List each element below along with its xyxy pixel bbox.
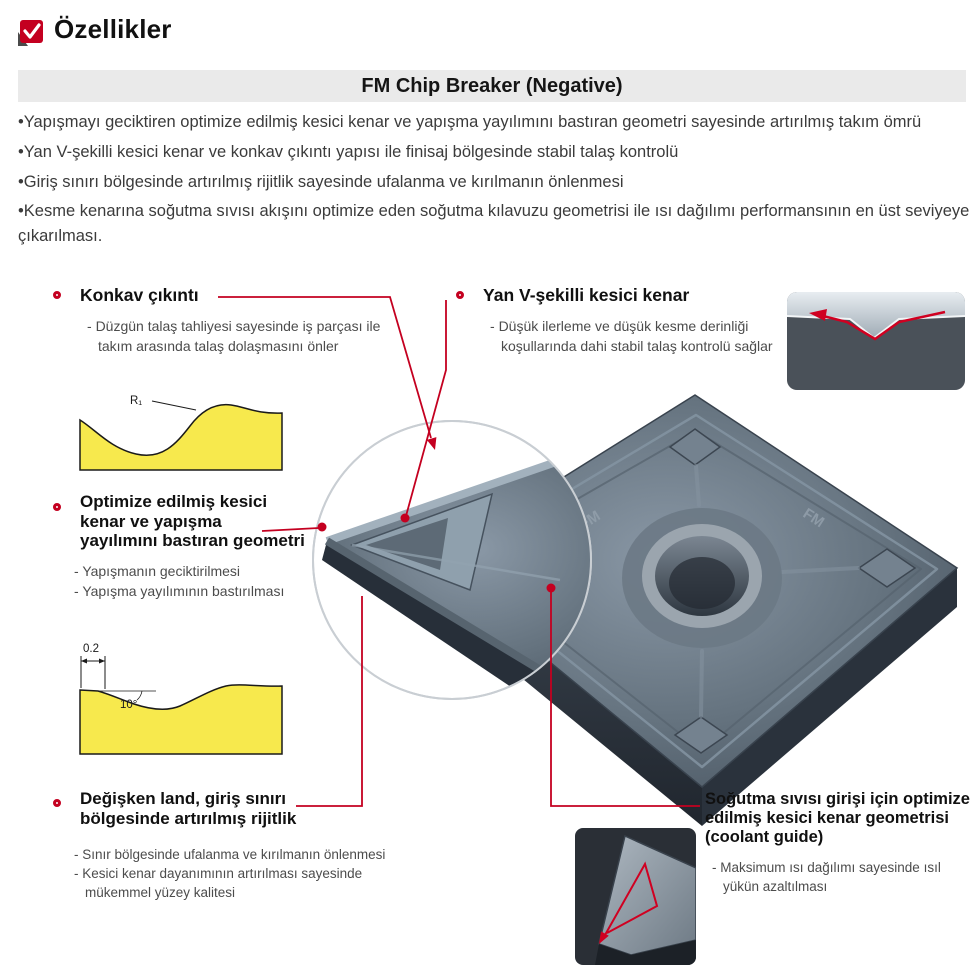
- callout-bullet: Kesici kenar dayanımının artırılması say…: [74, 864, 428, 902]
- callout-bullet: Düzgün talaş tahliyesi sayesinde iş parç…: [87, 317, 395, 357]
- intro-bullet: Giriş sınırı bölgesinde artırılmış rijit…: [18, 170, 974, 195]
- insert-side-faces: [428, 562, 957, 826]
- callout-bullet: Maksimum ısı dağılımı sayesinde ısıl yük…: [712, 858, 970, 896]
- checklist-icon: [18, 20, 43, 46]
- svg-text:FM: FM: [800, 505, 827, 531]
- callout-title-concave: Konkav çıkıntı: [80, 285, 199, 305]
- land-width-label: 0.2: [83, 643, 99, 655]
- banner-title: FM Chip Breaker (Negative): [361, 75, 623, 97]
- callout-marker-side-v: [456, 291, 464, 299]
- callout-bullets-coolant: Maksimum ısı dağılımı sayesinde ısıl yük…: [712, 858, 970, 896]
- chip-breaker-profile-diagram-bottom: 0.2 10°: [79, 643, 283, 755]
- section-banner: FM Chip Breaker (Negative): [18, 70, 966, 102]
- intro-bullet: Yapışmayı geciktiren optimize edilmiş ke…: [18, 110, 974, 135]
- corner-chip-formers: [668, 428, 917, 754]
- callout-marker-optimized-edge: [53, 503, 61, 511]
- callout-title-coolant: Soğutma sıvısı girişi için optimize edil…: [705, 790, 970, 847]
- callout-title-line: Optimize edilmiş kesici: [80, 492, 268, 511]
- angle-label: 10°: [120, 699, 137, 711]
- callout-title-line: bölgesinde artırılmış rijitlik: [80, 808, 297, 828]
- callout-title-line: Soğutma sıvısı girişi için optimize: [705, 790, 970, 808]
- embossed-logo: FM FM: [576, 505, 827, 533]
- insert-center-hole: [622, 508, 782, 648]
- callout-marker-variable-land: [53, 799, 61, 807]
- side-v-edge-photo: [787, 292, 965, 390]
- callout-bullet: Düşük ilerleme ve düşük kesme derinliği …: [490, 317, 778, 357]
- magnifier-circle: [312, 420, 592, 700]
- insert-top-face: [426, 394, 959, 788]
- page-title: Özellikler: [54, 14, 172, 44]
- coolant-guide-photo: [575, 828, 696, 965]
- svg-text:FM: FM: [576, 507, 603, 533]
- callout-bullet: Yapışma yayılımının bastırılması: [74, 582, 394, 602]
- insert-inner-contour: [463, 430, 922, 752]
- magnifier-ring: [312, 420, 592, 700]
- callout-bullets-variable-land: Sınır bölgesinde ufalanma ve kırılmanın …: [74, 845, 428, 902]
- callout-connector-lines: [218, 296, 700, 807]
- callout-title-optimized-edge: Optimize edilmiş kesici kenar ve yapışma…: [80, 492, 305, 551]
- callout-title-variable-land: Değişken land, giriş sınırı bölgesinde a…: [80, 789, 296, 828]
- callout-marker-concave: [53, 291, 61, 299]
- radius-label: R₁: [130, 395, 142, 407]
- callout-title-line: Değişken land, giriş sınırı: [80, 789, 286, 808]
- coolant-flow-arrow: [604, 861, 659, 936]
- callout-bullet: Yapışmanın geciktirilmesi: [74, 562, 394, 582]
- callout-bullets-side-v: Düşük ilerleme ve düşük kesme derinliği …: [490, 317, 778, 357]
- intro-bullet-list: Yapışmayı geciktiren optimize edilmiş ke…: [18, 110, 974, 254]
- surface-ridges: [694, 464, 860, 718]
- callout-bullet: Sınır bölgesinde ufalanma ve kırılmanın …: [74, 845, 428, 864]
- callout-title-side-v: Yan V-şekilli kesici kenar: [483, 285, 690, 305]
- callout-title-line: yayılımını bastıran geometri: [80, 531, 305, 551]
- callout-title-line: (coolant guide): [705, 828, 824, 847]
- callout-bullets-optimized-edge: Yapışmanın geciktirilmesi Yapışma yayılı…: [74, 562, 394, 602]
- callout-bullets-concave: Düzgün talaş tahliyesi sayesinde iş parç…: [87, 317, 395, 357]
- intro-bullet: Yan V-şekilli kesici kenar ve konkav çık…: [18, 140, 974, 165]
- intro-bullet: Kesme kenarına soğutma sıvısı akışını op…: [18, 199, 974, 249]
- edge-arrow: [822, 310, 946, 341]
- callout-title-line: kenar ve yapışma: [80, 511, 222, 531]
- chip-breaker-profile-diagram-top: R₁: [79, 395, 283, 471]
- insert-edge-rim: [446, 413, 939, 769]
- callout-title-line: edilmiş kesici kenar geometrisi: [705, 809, 949, 828]
